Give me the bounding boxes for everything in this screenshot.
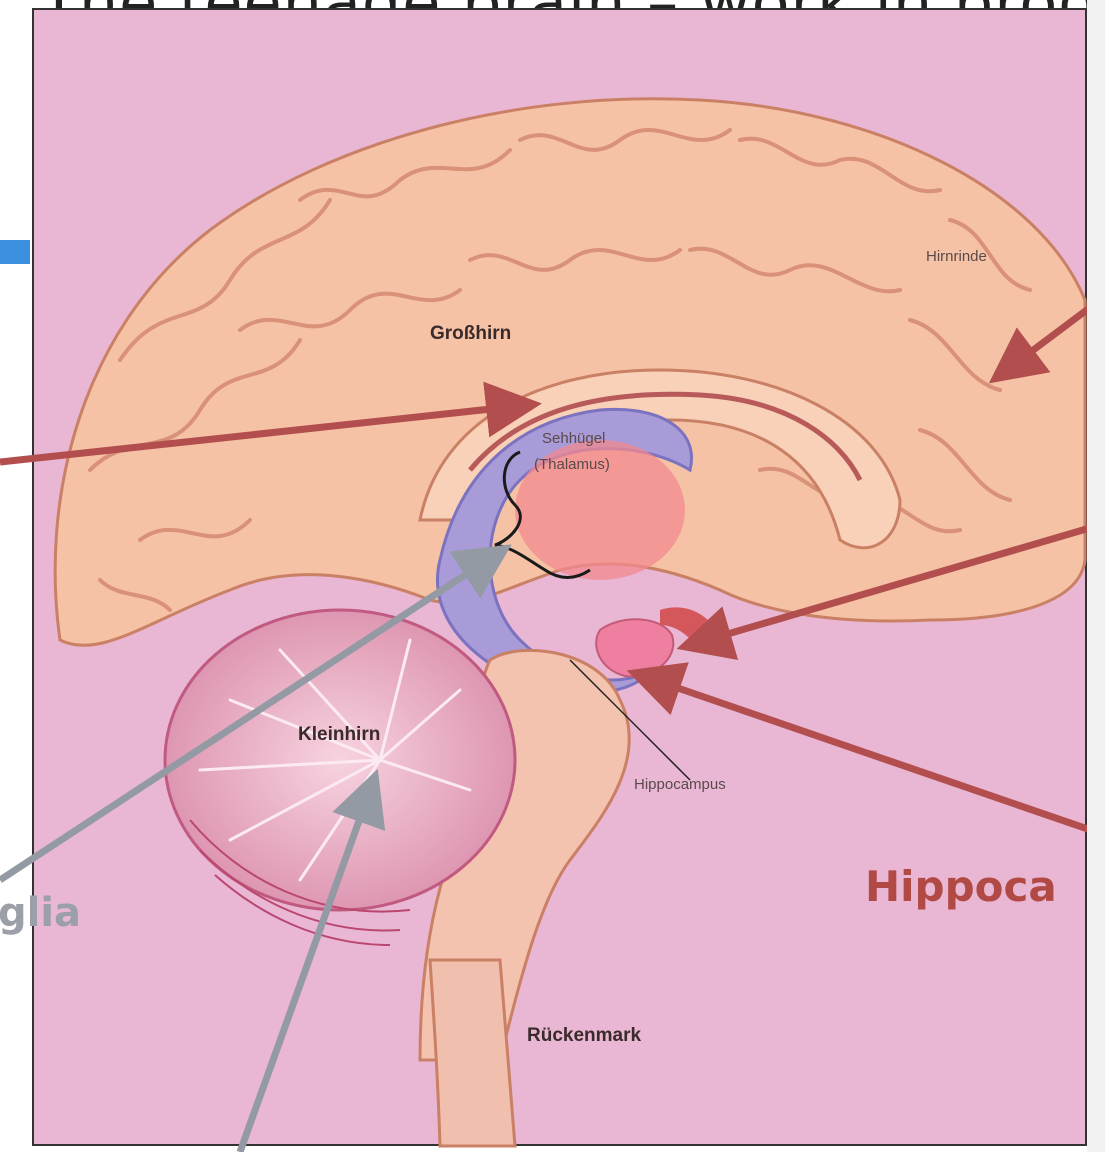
spinal-cord	[430, 960, 515, 1146]
slide-edge	[1087, 0, 1105, 1152]
callout-hippocampus: Hippoca	[865, 862, 1057, 911]
red-arrow-low-right	[640, 675, 1105, 835]
hippocampus-body	[596, 619, 673, 676]
label-rueckenmark: Rückenmark	[527, 1025, 641, 1047]
label-sehhugel: Sehhügel	[542, 430, 605, 447]
callout-basal-ganglia: glia	[0, 890, 81, 936]
label-kleinhirn: Kleinhirn	[298, 724, 380, 746]
label-hippocampus: Hippocampus	[634, 776, 726, 793]
label-hirnrinde: Hirnrinde	[926, 248, 987, 265]
label-grosshirn: Großhirn	[430, 323, 511, 345]
label-thalamus: (Thalamus)	[534, 456, 610, 473]
